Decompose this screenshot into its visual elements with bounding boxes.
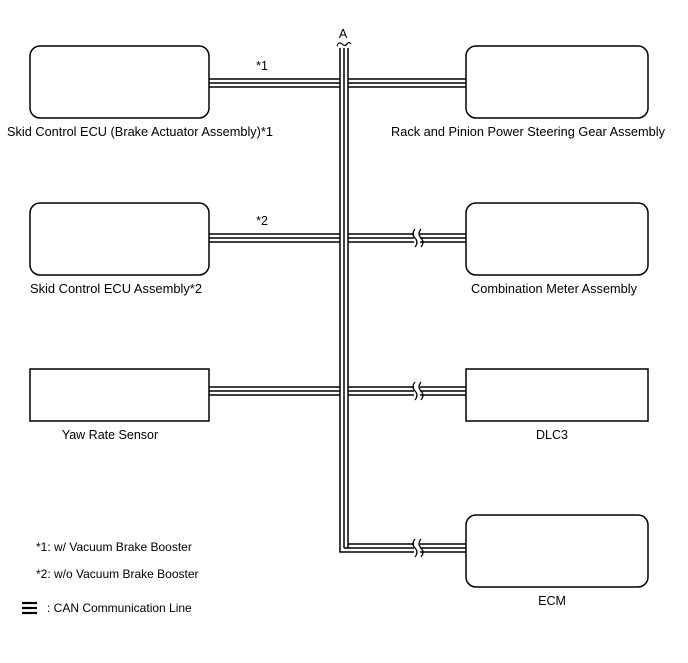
label-dlc3: DLC3 — [536, 428, 568, 442]
label-combination-meter: Combination Meter Assembly — [471, 282, 638, 296]
note-star1: *1: w/ Vacuum Brake Booster — [36, 540, 192, 554]
branch-rack-pinion-steering — [348, 78, 466, 88]
branch-yaw-rate-sensor — [209, 386, 340, 396]
box-yaw-rate-sensor — [29, 368, 210, 422]
legend-can-line-icon — [22, 601, 37, 615]
note-star2: *2: w/o Vacuum Brake Booster — [36, 567, 199, 581]
break-mark-dlc3 — [412, 381, 424, 401]
label-yaw-rate-sensor: Yaw Rate Sensor — [62, 428, 158, 442]
can-bus-trunk — [336, 41, 352, 548]
box-ecm — [465, 514, 649, 588]
box-rack-pinion-steering — [465, 45, 649, 119]
box-combination-meter — [465, 202, 649, 276]
box-skid-control-ecu-brake-actuator — [29, 45, 210, 119]
branch-skid-control-ecu-brake-actuator — [209, 78, 340, 88]
marker-star1: *1 — [256, 59, 268, 73]
branch-skid-control-ecu-assembly — [209, 233, 340, 243]
label-skid-control-ecu-assembly: Skid Control ECU Assembly*2 — [30, 282, 202, 296]
legend-can-line: : CAN Communication Line — [47, 601, 192, 615]
branch-dlc3 — [348, 386, 466, 396]
box-skid-control-ecu-assembly — [29, 202, 210, 276]
marker-star2: *2 — [256, 214, 268, 228]
box-dlc3 — [465, 368, 649, 422]
bus-label-a: A — [339, 27, 348, 41]
break-mark-combination-meter — [412, 228, 424, 248]
label-skid-control-ecu-brake-actuator: Skid Control ECU (Brake Actuator Assembl… — [7, 125, 273, 139]
break-mark-ecm — [412, 538, 424, 558]
label-rack-pinion-steering: Rack and Pinion Power Steering Gear Asse… — [391, 125, 666, 139]
label-ecm: ECM — [538, 594, 566, 608]
branch-combination-meter — [348, 233, 466, 243]
branch-ecm — [339, 543, 466, 553]
